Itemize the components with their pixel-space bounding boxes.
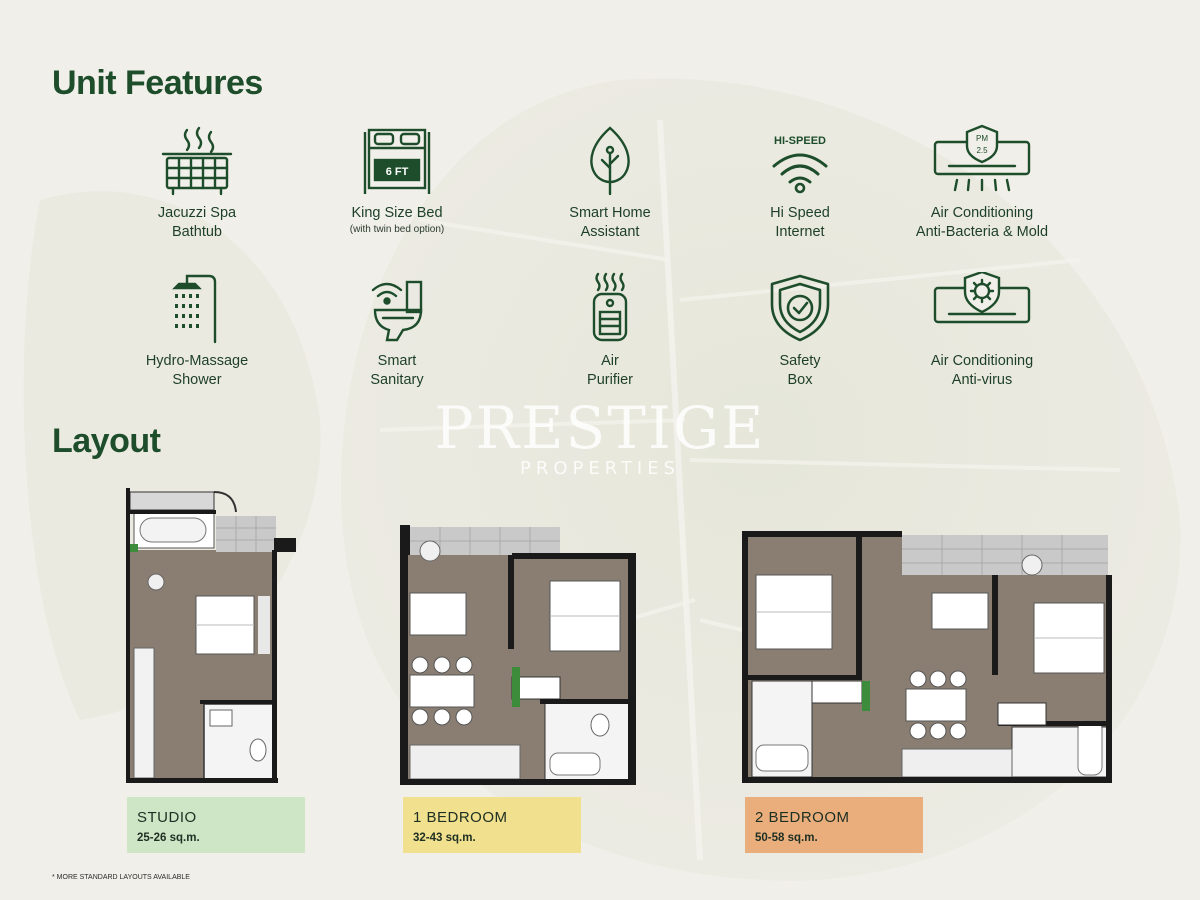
feature-label-line2: Anti-virus	[951, 372, 1013, 388]
king-bed-icon: 6 FT	[363, 128, 431, 194]
studio-floor-plan	[126, 488, 296, 783]
layout-tag-studio: STUDIO 25-26 sq.m.	[127, 797, 305, 853]
smart-toilet-icon	[371, 280, 423, 342]
layout-name: 1 BEDROOM	[413, 809, 508, 826]
air-conditioner-virus-icon	[933, 272, 1031, 324]
layout-size: 32-43 sq.m.	[413, 832, 476, 844]
feature-label-line2: Box	[787, 372, 813, 388]
layout-tag-2-bedroom: 2 BEDROOM 50-58 sq.m.	[745, 797, 923, 853]
feature-label-line1: Hi Speed	[770, 205, 830, 221]
feature-label-line2: Bathtub	[172, 224, 222, 240]
pm-value-text: 2.5	[976, 146, 988, 155]
feature-label-line2: (with twin bed option)	[349, 224, 445, 235]
feature-label-line1: Air	[601, 353, 619, 369]
prestige-watermark: PRESTIGE PROPERTIES	[400, 396, 800, 479]
air-conditioner-pm-icon: PM 2.5	[933, 124, 1031, 192]
feature-label-line1: King Size Bed	[351, 205, 443, 221]
feature-label-line1: Air Conditioning	[930, 205, 1034, 221]
one-bedroom-floor-plan	[400, 525, 636, 785]
footnote: * MORE STANDARD LAYOUTS AVAILABLE	[52, 874, 190, 881]
jacuzzi-icon	[161, 126, 233, 196]
two-bedroom-floor-plan	[742, 531, 1112, 783]
watermark-line1: PRESTIGE	[434, 394, 766, 462]
layout-title: Layout	[52, 422, 161, 460]
smart-home-leaf-icon	[590, 126, 630, 196]
feature-label-line1: Jacuzzi Spa	[157, 205, 237, 221]
feature-label-line1: Smart Home	[569, 205, 651, 221]
feature-label-line1: Safety	[779, 353, 821, 369]
safety-shield-icon	[770, 274, 830, 342]
feature-label-line1: Air Conditioning	[930, 353, 1034, 369]
layout-name: 2 BEDROOM	[755, 809, 850, 826]
layout-size: 25-26 sq.m.	[137, 832, 200, 844]
feature-label-line1: Hydro-Massage	[145, 353, 249, 369]
layout-size: 50-58 sq.m.	[755, 832, 818, 844]
pm-text: PM	[976, 134, 988, 143]
air-purifier-icon	[592, 272, 628, 342]
feature-label-line1: Smart	[377, 353, 417, 369]
feature-label-line2: Assistant	[580, 224, 640, 240]
feature-king-bed: 6 FT King Size Bed (with twin bed option)	[297, 124, 497, 236]
layout-name: STUDIO	[137, 809, 197, 826]
layout-tag-1-bedroom: 1 BEDROOM 32-43 sq.m.	[403, 797, 581, 853]
feature-label-line2: Shower	[172, 372, 222, 388]
bed-size-text: 6 FT	[386, 166, 409, 178]
wifi-icon: HI-SPEED	[772, 135, 828, 194]
feature-label-line2: Internet	[775, 224, 825, 240]
feature-label-line2: Anti-Bacteria & Mold	[915, 224, 1049, 240]
watermark-line2: PROPERTIES	[519, 458, 681, 479]
hi-speed-text: HI-SPEED	[774, 135, 826, 147]
shower-icon	[172, 274, 217, 344]
feature-label-line2: Sanitary	[370, 372, 424, 388]
unit-features-title: Unit Features	[52, 64, 263, 102]
feature-label-line2: Purifier	[587, 372, 633, 388]
